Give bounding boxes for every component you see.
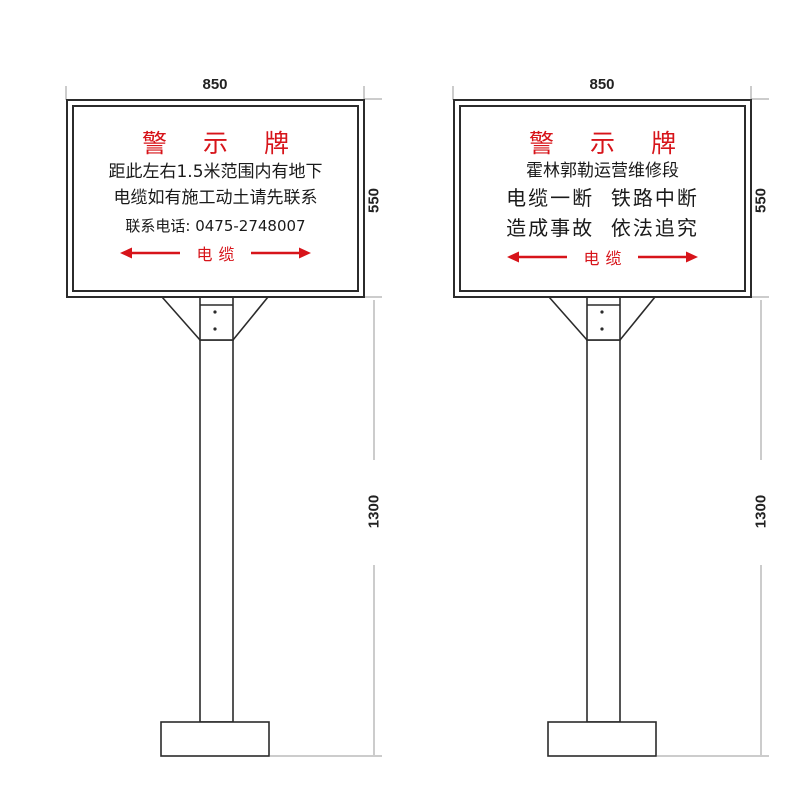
bolt-icon (600, 310, 604, 314)
sign-structure-drawing (452, 86, 769, 757)
cable-label: 电缆 (583, 249, 628, 268)
sign-text-line: 造成事故 依法追究 (506, 216, 699, 240)
cable-direction-indicator: 电缆 (507, 245, 698, 269)
bolt-icon (600, 327, 604, 331)
width-dimension-label: 850 (589, 76, 615, 93)
cable-direction-indicator: 电缆 (120, 241, 311, 265)
bolt-icon (213, 327, 217, 331)
sign-post (199, 339, 234, 723)
sign-base (160, 721, 270, 757)
sign-panel-frame (453, 99, 752, 298)
sign-structure-drawing (65, 86, 382, 757)
arrow-right-icon (637, 251, 698, 263)
warning-sign-left: 850 550 1300 警 示 牌 距此左右1.5米范围内有地下 电缆如有施工… (65, 76, 383, 757)
mount-plate (199, 295, 234, 341)
sign-post (586, 339, 621, 723)
sign-text-line: 霍林郭勒运营维修段 (526, 161, 679, 181)
sign-panel: 警 示 牌 霍林郭勒运营维修段 电缆一断 铁路中断 造成事故 依法追究 电缆 (459, 105, 746, 292)
sign-text-line: 距此左右1.5米范围内有地下 (108, 162, 323, 182)
sign-base (547, 721, 657, 757)
height-dimension-label: 550 (752, 187, 770, 214)
arrow-left-icon (507, 251, 568, 263)
sign-text-line: 电缆如有施工动土请先联系 (113, 188, 318, 208)
sign-panel: 警 示 牌 距此左右1.5米范围内有地下 电缆如有施工动土请先联系 联系电话: … (72, 105, 359, 292)
post-height-dimension-label: 1300 (752, 494, 770, 529)
sign-title: 警 示 牌 (529, 129, 690, 158)
height-dimension-label: 550 (365, 187, 383, 214)
arrow-left-icon (120, 247, 181, 259)
arrow-right-icon (250, 247, 311, 259)
sign-panel-frame (66, 99, 365, 298)
mount-plate (586, 295, 621, 341)
width-dimension-label: 850 (202, 76, 228, 93)
bolt-icon (213, 310, 217, 314)
sign-text-line: 电缆一断 铁路中断 (506, 186, 699, 210)
contact-phone: 联系电话: 0475-2748007 (125, 217, 306, 235)
cable-label: 电缆 (196, 245, 241, 264)
sign-title: 警 示 牌 (142, 129, 303, 158)
post-height-dimension-label: 1300 (365, 494, 383, 529)
warning-sign-right: 850 550 1300 警 示 牌 霍林郭勒运营维修段 电缆一断 铁路中断 造… (387, 0, 787, 800)
